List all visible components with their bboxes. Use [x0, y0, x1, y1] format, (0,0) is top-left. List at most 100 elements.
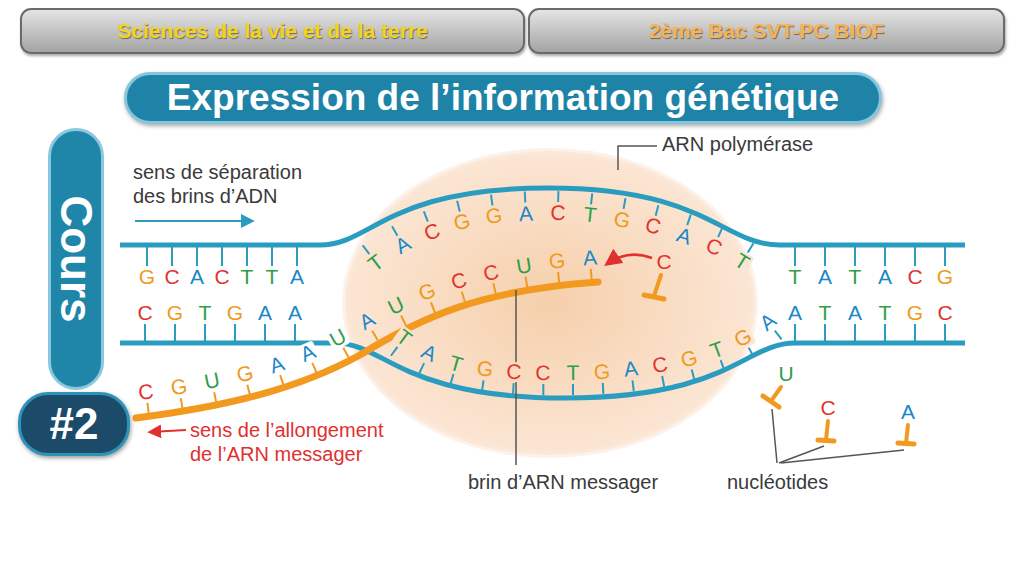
base-tick [493, 283, 496, 294]
base-tick [718, 227, 722, 237]
nucleotide-letter: A [265, 352, 288, 377]
nucleotide-letter: G [591, 361, 613, 382]
base-tick [271, 247, 273, 266]
leader-line [772, 409, 777, 463]
nucleotide-letter: C [935, 303, 954, 323]
mrna-strand [136, 282, 598, 418]
nucleotide-stick [654, 275, 661, 296]
base-tick [824, 247, 826, 266]
nucleotide-letter: A [516, 203, 535, 224]
base-tick [656, 205, 659, 216]
base-tick [363, 245, 370, 254]
leader-line [781, 450, 904, 463]
nucleotide-letter: G [137, 267, 157, 287]
base-tick [558, 272, 559, 283]
base-tick [692, 369, 695, 380]
nucleotide-letter: C [135, 303, 154, 323]
nucleotide-letter: C [212, 267, 231, 287]
base-tick [146, 247, 148, 266]
nucleotide-cap [644, 295, 664, 299]
section-tab: Cours [48, 128, 104, 390]
base-tick [181, 398, 183, 409]
subject-banner: Sciences de la vie et de la terre [20, 8, 525, 54]
part-label: ARN polymérase [662, 132, 813, 156]
dna-strand [120, 343, 965, 398]
base-tick [419, 363, 424, 373]
nucleotide-letter: T [564, 363, 581, 383]
nucleotide-letter: A [816, 267, 834, 287]
title-text: Expression de l’information génétique [167, 77, 839, 119]
base-tick [794, 324, 796, 341]
base-tick [391, 347, 398, 356]
nucleotide-letter: C [162, 267, 181, 287]
base-tick [424, 211, 428, 221]
base-tick [482, 380, 484, 391]
base-tick [294, 324, 296, 341]
nucleotide-stick [771, 387, 781, 401]
base-tick [372, 331, 377, 341]
nucleotide-letter: A [580, 247, 599, 268]
incorporation-arrow [607, 255, 652, 264]
nucleotide-letter: A [256, 303, 274, 323]
nucleotide-letter: G [167, 376, 190, 399]
nucleotide-letter: A [899, 402, 917, 422]
nucleotide-letter: G [482, 205, 505, 228]
base-tick [431, 302, 435, 312]
base-tick [884, 324, 886, 341]
nucleotide-stick [826, 421, 828, 440]
nucleotide-letter: A [786, 303, 804, 323]
base-tick [221, 247, 223, 266]
nucleotide-letter: A [188, 267, 206, 287]
base-tick [721, 360, 725, 370]
rna-polymerase [345, 151, 755, 455]
nucleotide-letter: T [817, 303, 834, 323]
base-tick [854, 324, 856, 341]
base-tick [944, 247, 946, 266]
nucleotide-letter: C [534, 363, 553, 383]
base-tick [491, 195, 492, 206]
part-label: brin d’ARN messager [468, 470, 658, 494]
base-tick [171, 247, 173, 266]
nucleotide-letter: C [504, 362, 524, 383]
nucleotide-letter: G [165, 303, 185, 323]
base-tick [914, 247, 916, 266]
base-tick [944, 324, 946, 341]
nucleotide-letter: G [610, 208, 634, 231]
nucleotide-letter: T [197, 303, 214, 323]
base-tick [914, 324, 916, 341]
node-text: Cours [51, 195, 101, 322]
base-tick [525, 277, 527, 288]
nucleotide-letter: G [474, 358, 497, 381]
base-tick [174, 324, 176, 341]
elongation-arrow [150, 430, 186, 432]
base-tick [633, 380, 634, 391]
nucleotide-letter: A [755, 309, 782, 336]
nucleotide-letter: U [201, 370, 224, 393]
level-banner: 2ème Bac SVT-PC BIOF [528, 8, 1005, 54]
base-tick [749, 348, 754, 358]
node-text: #2 [50, 399, 99, 449]
leader-lines [516, 146, 904, 465]
nucleotide-letter: T [787, 267, 804, 287]
nucleotide-cap [898, 443, 914, 444]
leader-line [618, 146, 657, 170]
base-tick [312, 363, 316, 373]
base-tick [264, 324, 266, 341]
nucleotide-letter: C [135, 381, 157, 403]
base-tick [462, 292, 465, 303]
separation-arrow [135, 220, 252, 222]
base-tick [542, 384, 544, 395]
nucleotide-letter: T [847, 267, 864, 287]
base-tick [854, 247, 856, 266]
direction-label: sens de séparation des brins d’ADN [133, 160, 321, 208]
base-tick [246, 247, 248, 266]
base-tick [401, 315, 406, 325]
nucleotide-stick [906, 425, 908, 443]
number-badge: #2 [18, 392, 130, 456]
free-nucleotides [644, 275, 914, 444]
base-tick [662, 376, 664, 387]
nucleotide-letter: G [232, 362, 257, 386]
direction-label: sens de l’allongement de l’ARN messager [190, 418, 397, 466]
base-tick [296, 247, 298, 266]
nucleotide-letter: T [580, 204, 599, 226]
